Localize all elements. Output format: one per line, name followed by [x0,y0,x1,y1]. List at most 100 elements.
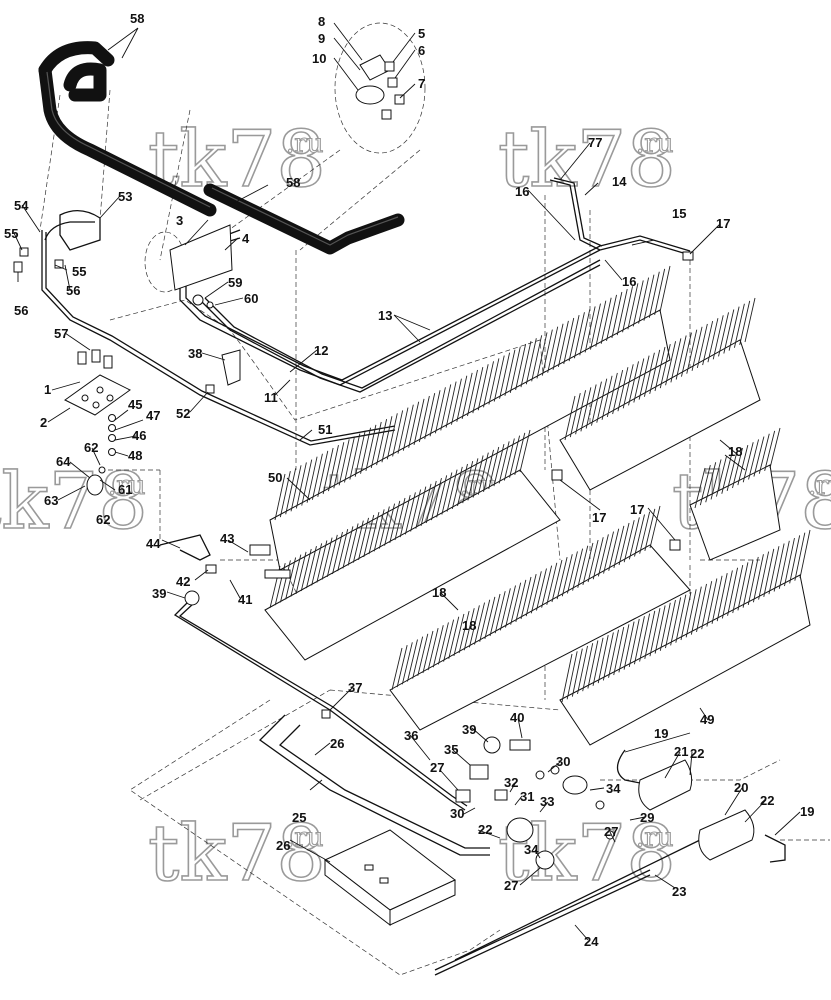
callout-label: 42 [176,574,190,589]
fin [347,523,359,566]
fin [618,522,630,566]
fin [794,532,806,581]
fin [643,274,655,321]
fin [514,432,526,475]
fin [432,625,444,668]
fin [503,438,515,481]
callout-label: 55 [72,264,86,279]
fin [274,473,286,521]
callout-label: 62 [84,440,98,455]
callout-label: 26 [330,736,344,751]
fin [431,478,442,521]
fin [644,508,656,551]
fin [301,459,313,506]
fin [360,427,371,474]
callout-label: 38 [188,346,202,361]
fin [726,450,738,491]
callout-label: 44 [146,536,161,551]
fin [376,419,388,466]
fin [584,306,596,353]
fin [575,390,587,435]
fin [644,610,656,659]
fin [649,505,661,549]
callout-label: 17 [716,216,730,231]
evaporator-18-far-right [689,464,781,561]
callout-label: 34 [606,781,621,796]
callout-label: 33 [540,794,554,809]
fin [498,441,510,484]
fin [654,605,666,654]
fin [699,465,711,506]
fin [723,309,735,354]
callout-label: 56 [14,303,28,318]
fin [440,384,452,431]
callout-label: 30 [450,806,464,821]
fin [389,500,401,543]
fin [628,618,640,668]
callout-label: 26 [276,838,290,853]
fittings [13,54,755,927]
fin [326,534,338,577]
fin [577,545,589,588]
callout-label: 59 [228,275,242,290]
fin [728,306,740,351]
fin [789,535,801,584]
watermark-suffix: .ru [636,823,673,853]
fin [654,268,666,315]
fin [744,297,756,343]
fin [488,446,500,490]
fin [394,497,406,541]
callout-label: 56 [66,283,80,298]
fin-arrays [269,265,811,703]
fin [596,378,608,423]
fin [618,624,630,673]
fin [463,608,475,651]
callout-label: 27 [504,878,518,893]
callout-label: 17 [592,510,606,525]
fin [706,578,718,627]
fin [665,599,676,649]
fin [333,442,345,489]
callout-label: 48 [128,448,142,463]
callout-label: 16 [515,184,529,199]
fin [391,647,403,691]
fin [691,326,703,371]
fin [634,514,645,557]
callout-label: 7 [418,76,425,91]
fin [705,462,717,503]
fin [591,381,602,426]
fin [457,463,468,507]
callout-label: 22 [690,746,704,761]
watermark: tk78 [0,457,148,547]
fin [552,323,564,370]
fin [392,410,404,457]
fin [612,369,624,415]
fin [445,381,457,428]
fin [290,554,302,597]
fin [715,456,727,497]
fin [733,303,745,348]
fin [519,429,531,473]
fin [279,560,291,603]
fin [764,430,776,471]
fin [711,575,723,624]
fin [649,349,661,394]
callout-label: 2 [40,415,47,430]
fin [352,520,364,563]
fin [354,430,366,477]
fin [322,447,334,495]
fin [520,341,532,388]
fin [648,271,660,318]
fin [311,543,323,586]
callout-label: 53 [118,189,132,204]
callout-label: 58 [130,11,144,26]
fin [597,534,609,577]
fin [509,435,521,478]
fin [752,554,764,603]
fin [685,589,697,638]
fin [617,367,629,412]
fin [443,619,455,662]
fin [386,413,398,460]
fin [373,509,385,552]
callout-label: 24 [584,934,599,949]
